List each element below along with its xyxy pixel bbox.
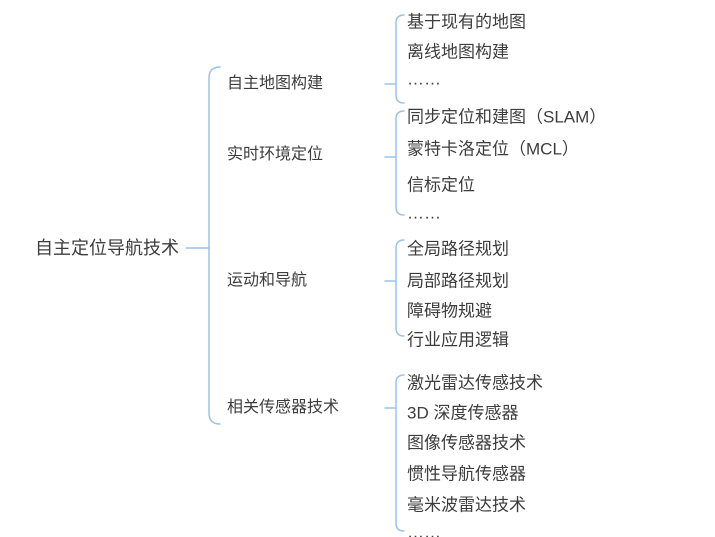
branch-4-bracket [395,374,405,532]
branch-2-bracket [395,110,405,216]
leaf-topic-2-4[interactable]: …… [407,203,441,223]
leaf-topic-2-2[interactable]: 蒙特卡洛定位（MCL） [407,139,579,159]
branch-topic-2[interactable]: 实时环境定位 [227,146,324,163]
branch-topic-3[interactable]: 运动和导航 [227,272,308,289]
leaf-topic-1-2[interactable]: 离线地图构建 [407,42,509,62]
root-topic[interactable]: 自主定位导航技术 [35,237,179,258]
leaf-topic-4-1[interactable]: 激光雷达传感技术 [407,373,543,393]
leaf-topic-2-1[interactable]: 同步定位和建图（SLAM） [407,107,607,127]
leaf-topic-4-5[interactable]: 毫米波雷达技术 [407,495,526,515]
branch-3-bracket [395,239,405,337]
leaf-topic-1-1[interactable]: 基于现有的地图 [407,12,526,32]
leaf-topic-4-3[interactable]: 图像传感器技术 [407,433,526,453]
leaf-topic-3-1[interactable]: 全局路径规划 [407,239,509,259]
root-bracket [208,66,221,425]
leaf-topic-2-3[interactable]: 信标定位 [407,175,475,195]
branch-topic-1[interactable]: 自主地图构建 [227,75,324,92]
leaf-topic-4-2[interactable]: 3D 深度传感器 [407,403,519,423]
leaf-topic-4-4[interactable]: 惯性导航传感器 [407,464,526,484]
branch-topic-4[interactable]: 相关传感器技术 [227,399,340,416]
leaf-topic-1-3[interactable]: …… [407,69,441,89]
leaf-topic-4-6[interactable]: …… [407,522,441,537]
leaf-topic-3-4[interactable]: 行业应用逻辑 [407,330,509,350]
leaf-topic-3-3[interactable]: 障碍物规避 [407,301,492,321]
leaf-topic-3-2[interactable]: 局部路径规划 [407,271,509,291]
branch-1-bracket [395,14,405,104]
